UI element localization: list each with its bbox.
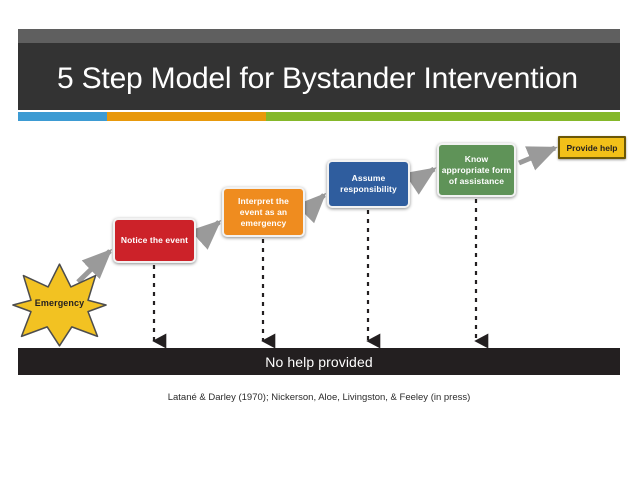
header-band [18,43,620,110]
outcome-provide-help[interactable]: Provide help [558,136,626,159]
star-shape [12,263,107,347]
emergency-label: Emergency [34,298,85,308]
outcome-no-help-provided: No help provided [18,348,620,375]
step-know-appropriate-assistance[interactable]: Know appropriate form of assistance [437,143,516,197]
emergency-star-icon [12,262,107,348]
accent-bar-green [266,112,620,121]
bystander-intervention-diagram: Emergency Notice the event Interpret the… [0,122,638,382]
accent-bar-orange [107,112,266,121]
diagram-connectors [76,145,558,349]
step-interpret-as-emergency[interactable]: Interpret the event as an emergency [222,187,305,237]
header-top-strip [18,29,620,43]
accent-bar-blue [18,112,107,121]
citation-text: Latané & Darley (1970); Nickerson, Aloe,… [167,392,471,403]
step-assume-responsibility[interactable]: Assume responsibility [327,160,410,208]
page-title: 5 Step Model for Bystander Intervention [57,62,578,95]
step-notice-the-event[interactable]: Notice the event [113,218,196,263]
